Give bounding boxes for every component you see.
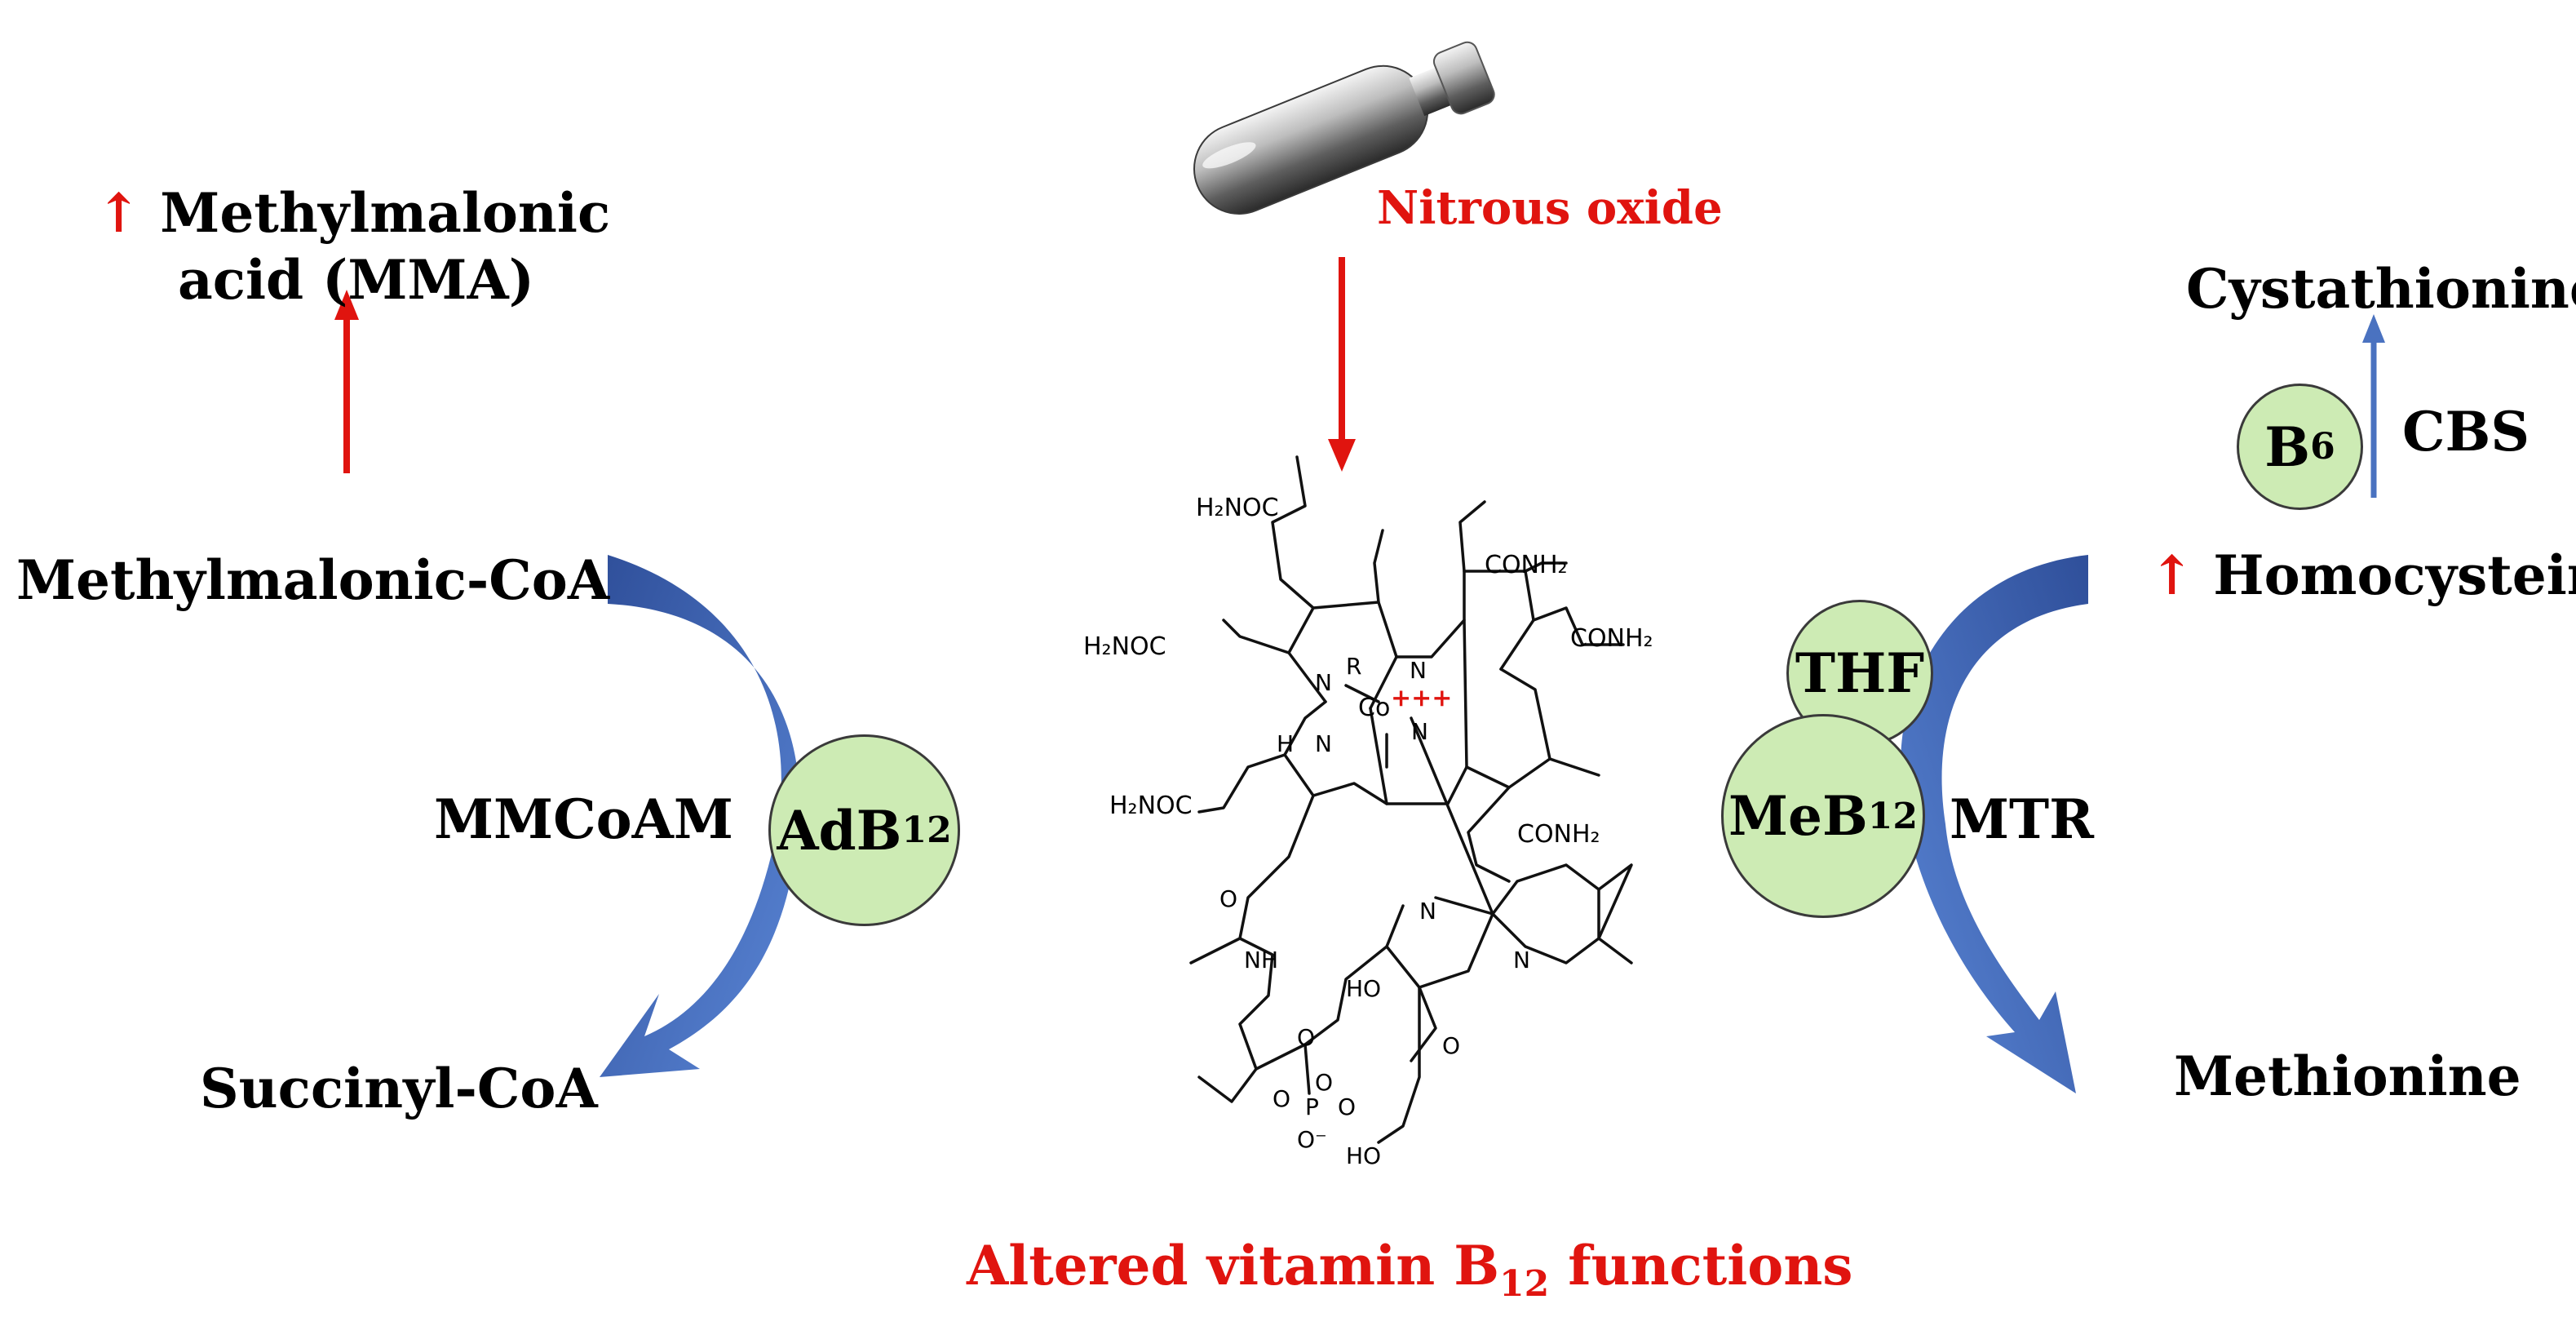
cobalt-charge: +++ [1391,684,1453,712]
cofactor-thf-text: THF [1795,641,1925,705]
atom-o-5: O [1273,1085,1291,1112]
caption-altered-b12: Altered vitamin B12 functions [967,1234,1852,1305]
atom-conh2-2: CONH₂ [1570,624,1653,653]
cbs-arrow [2362,314,2385,498]
product-succinyl-coa: Succinyl-CoA [200,1057,598,1120]
substrate-methylmalonyl-coa: Methylmalonic-CoA [16,548,610,612]
gas-cartridge-icon [1193,41,1495,215]
atom-o-minus: O⁻ [1297,1126,1327,1153]
atom-cobalt: Co [1358,694,1391,722]
atom-h2noc-2: H₂NOC [1083,632,1166,661]
homocystein-up-arrow: ↑ [2149,543,2195,607]
atom-n-4: N [1411,718,1428,745]
atom-nh: NH [1244,947,1278,973]
enzyme-cbs: CBS [2402,400,2530,463]
mma-up-arrow: ↑ [96,181,142,245]
atom-ho-2: HO [1346,1142,1382,1169]
product-cystathionine: Cystathionine [2186,257,2576,321]
enzyme-mtr: MTR [1950,787,2095,851]
cofactor-adb-subscript: 12 [901,809,952,851]
enzyme-mmcoam: MMCoAM [434,787,733,851]
atom-n-6: N [1513,947,1530,973]
atom-o-6: O [1338,1093,1357,1120]
cofactor-meb-subscript: 12 [1867,795,1919,837]
mma-label: ↑ Methylmalonic [96,181,610,245]
mma-line2: acid (MMA) [178,248,534,312]
product-methionine: Methionine [2174,1044,2521,1108]
atom-o-4: O [1315,1069,1334,1096]
cobalamin-structure [1189,455,1633,1144]
caption-text: Altered vitamin B [967,1234,1499,1297]
mma-increase-arrow [334,290,359,473]
atom-n-2: N [1410,657,1427,684]
mtr-reaction-arrow [1900,555,2088,1093]
atom-conh2-3: CONH₂ [1517,820,1600,849]
atom-conh2-1: CONH₂ [1485,551,1568,579]
nitrous-oxide-arrow [1328,257,1356,472]
cofactor-b6-text: B [2264,415,2311,479]
atom-o-2: O [1297,1024,1316,1051]
homocystein-text: Homocystein [2213,543,2576,607]
atom-r: R [1346,653,1362,680]
atom-p: P [1305,1093,1319,1120]
atom-h2noc-1: H₂NOC [1196,494,1279,522]
mmcoam-reaction-arrow [600,555,800,1077]
atom-o-3: O [1442,1032,1461,1059]
atom-ho-1: HO [1346,975,1382,1002]
homocystein-label: ↑ Homocystein [2149,543,2576,607]
nitrous-oxide-label: Nitrous oxide [1377,181,1723,235]
atom-n-3: N [1315,730,1332,757]
atom-h2noc-3: H₂NOC [1109,792,1193,820]
atom-o-1: O [1219,885,1238,912]
caption-tail: functions [1549,1234,1853,1297]
cofactor-meb-text: MeB [1728,784,1868,848]
atom-n-5: N [1419,898,1436,925]
mma-line1: Methylmalonic [160,181,611,245]
caption-subscript: 12 [1498,1263,1550,1305]
atom-n-1: N [1315,669,1332,696]
atom-h: H [1277,730,1295,757]
cofactor-b6-subscript: 6 [2310,426,2335,468]
cofactor-adb-text: AdB [777,798,902,863]
